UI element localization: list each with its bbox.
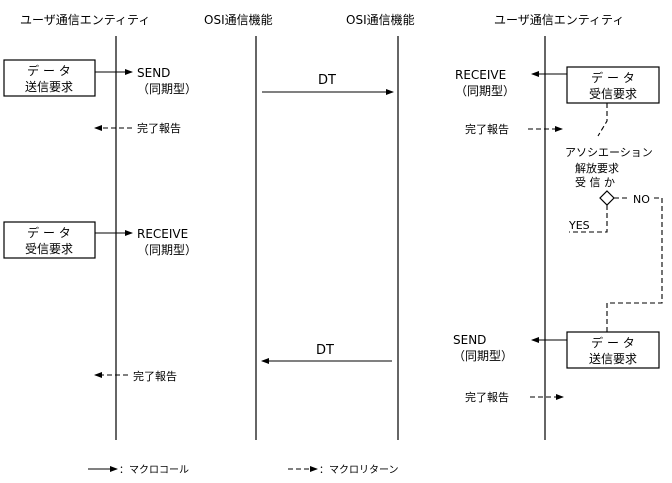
flow-yes-branch [569,205,608,233]
flow-box-to-decision [597,103,608,137]
decision-diamond [599,190,615,206]
svg-text:受信要求: 受信要求 [589,87,637,101]
svg-text:デ ー タ: デ ー タ [27,225,71,240]
header-user-entity-left: ユーザ通信エンティティ [20,13,150,27]
decision-line-1: アソシエーション [565,146,653,159]
decision-line-3: 受 信 か [575,176,615,189]
label-yes: YES [568,219,590,232]
label-send-left: SEND [137,66,170,80]
svg-text:受信要求: 受信要求 [25,242,73,256]
label-dt-top: DT [318,73,336,88]
header-osi-right: OSI通信機能 [346,12,415,27]
box-send-request-right: デ ー タ 送信要求 [566,331,660,369]
svg-text:：マクロコール: ：マクロコール [119,464,189,476]
label-send-right: SEND [453,333,486,347]
legend-macro-call: ：マクロコール [88,464,189,476]
flow-no-branch [606,197,663,332]
svg-text:送信要求: 送信要求 [25,79,73,94]
label-receive-right-sync: （同期型） [455,84,515,98]
label-receive-left-sync: （同期型） [137,243,197,257]
svg-text:送信要求: 送信要求 [589,351,637,366]
svg-text:デ ー タ: デ ー タ [27,63,71,78]
label-receive-left: RECEIVE [137,227,188,241]
box-send-request-left: デ ー タ 送信要求 [3,59,96,97]
label-no: NO [633,193,650,206]
label-report-left-1: 完了報告 [137,121,181,135]
label-report-right-1: 完了報告 [465,122,509,136]
svg-text:デ ー タ: デ ー タ [591,335,635,350]
header-osi-left: OSI通信機能 [204,12,273,27]
box-receive-request-right: デ ー タ 受信要求 [566,66,660,104]
label-report-left-2: 完了報告 [133,369,177,383]
label-send-right-sync: （同期型） [453,349,513,363]
label-dt-bottom: DT [316,343,334,358]
label-send-left-sync: （同期型） [137,82,197,96]
svg-text:：マクロリターン: ：マクロリターン [319,464,399,476]
decision-line-2: 解放要求 [575,161,619,175]
label-receive-right: RECEIVE [455,68,506,82]
label-report-right-2: 完了報告 [465,390,509,404]
box-receive-request-left: デ ー タ 受信要求 [3,221,96,259]
header-user-entity-right: ユーザ通信エンティティ [494,13,624,27]
svg-text:デ ー タ: デ ー タ [591,70,635,85]
legend-macro-return: ：マクロリターン [288,464,399,476]
